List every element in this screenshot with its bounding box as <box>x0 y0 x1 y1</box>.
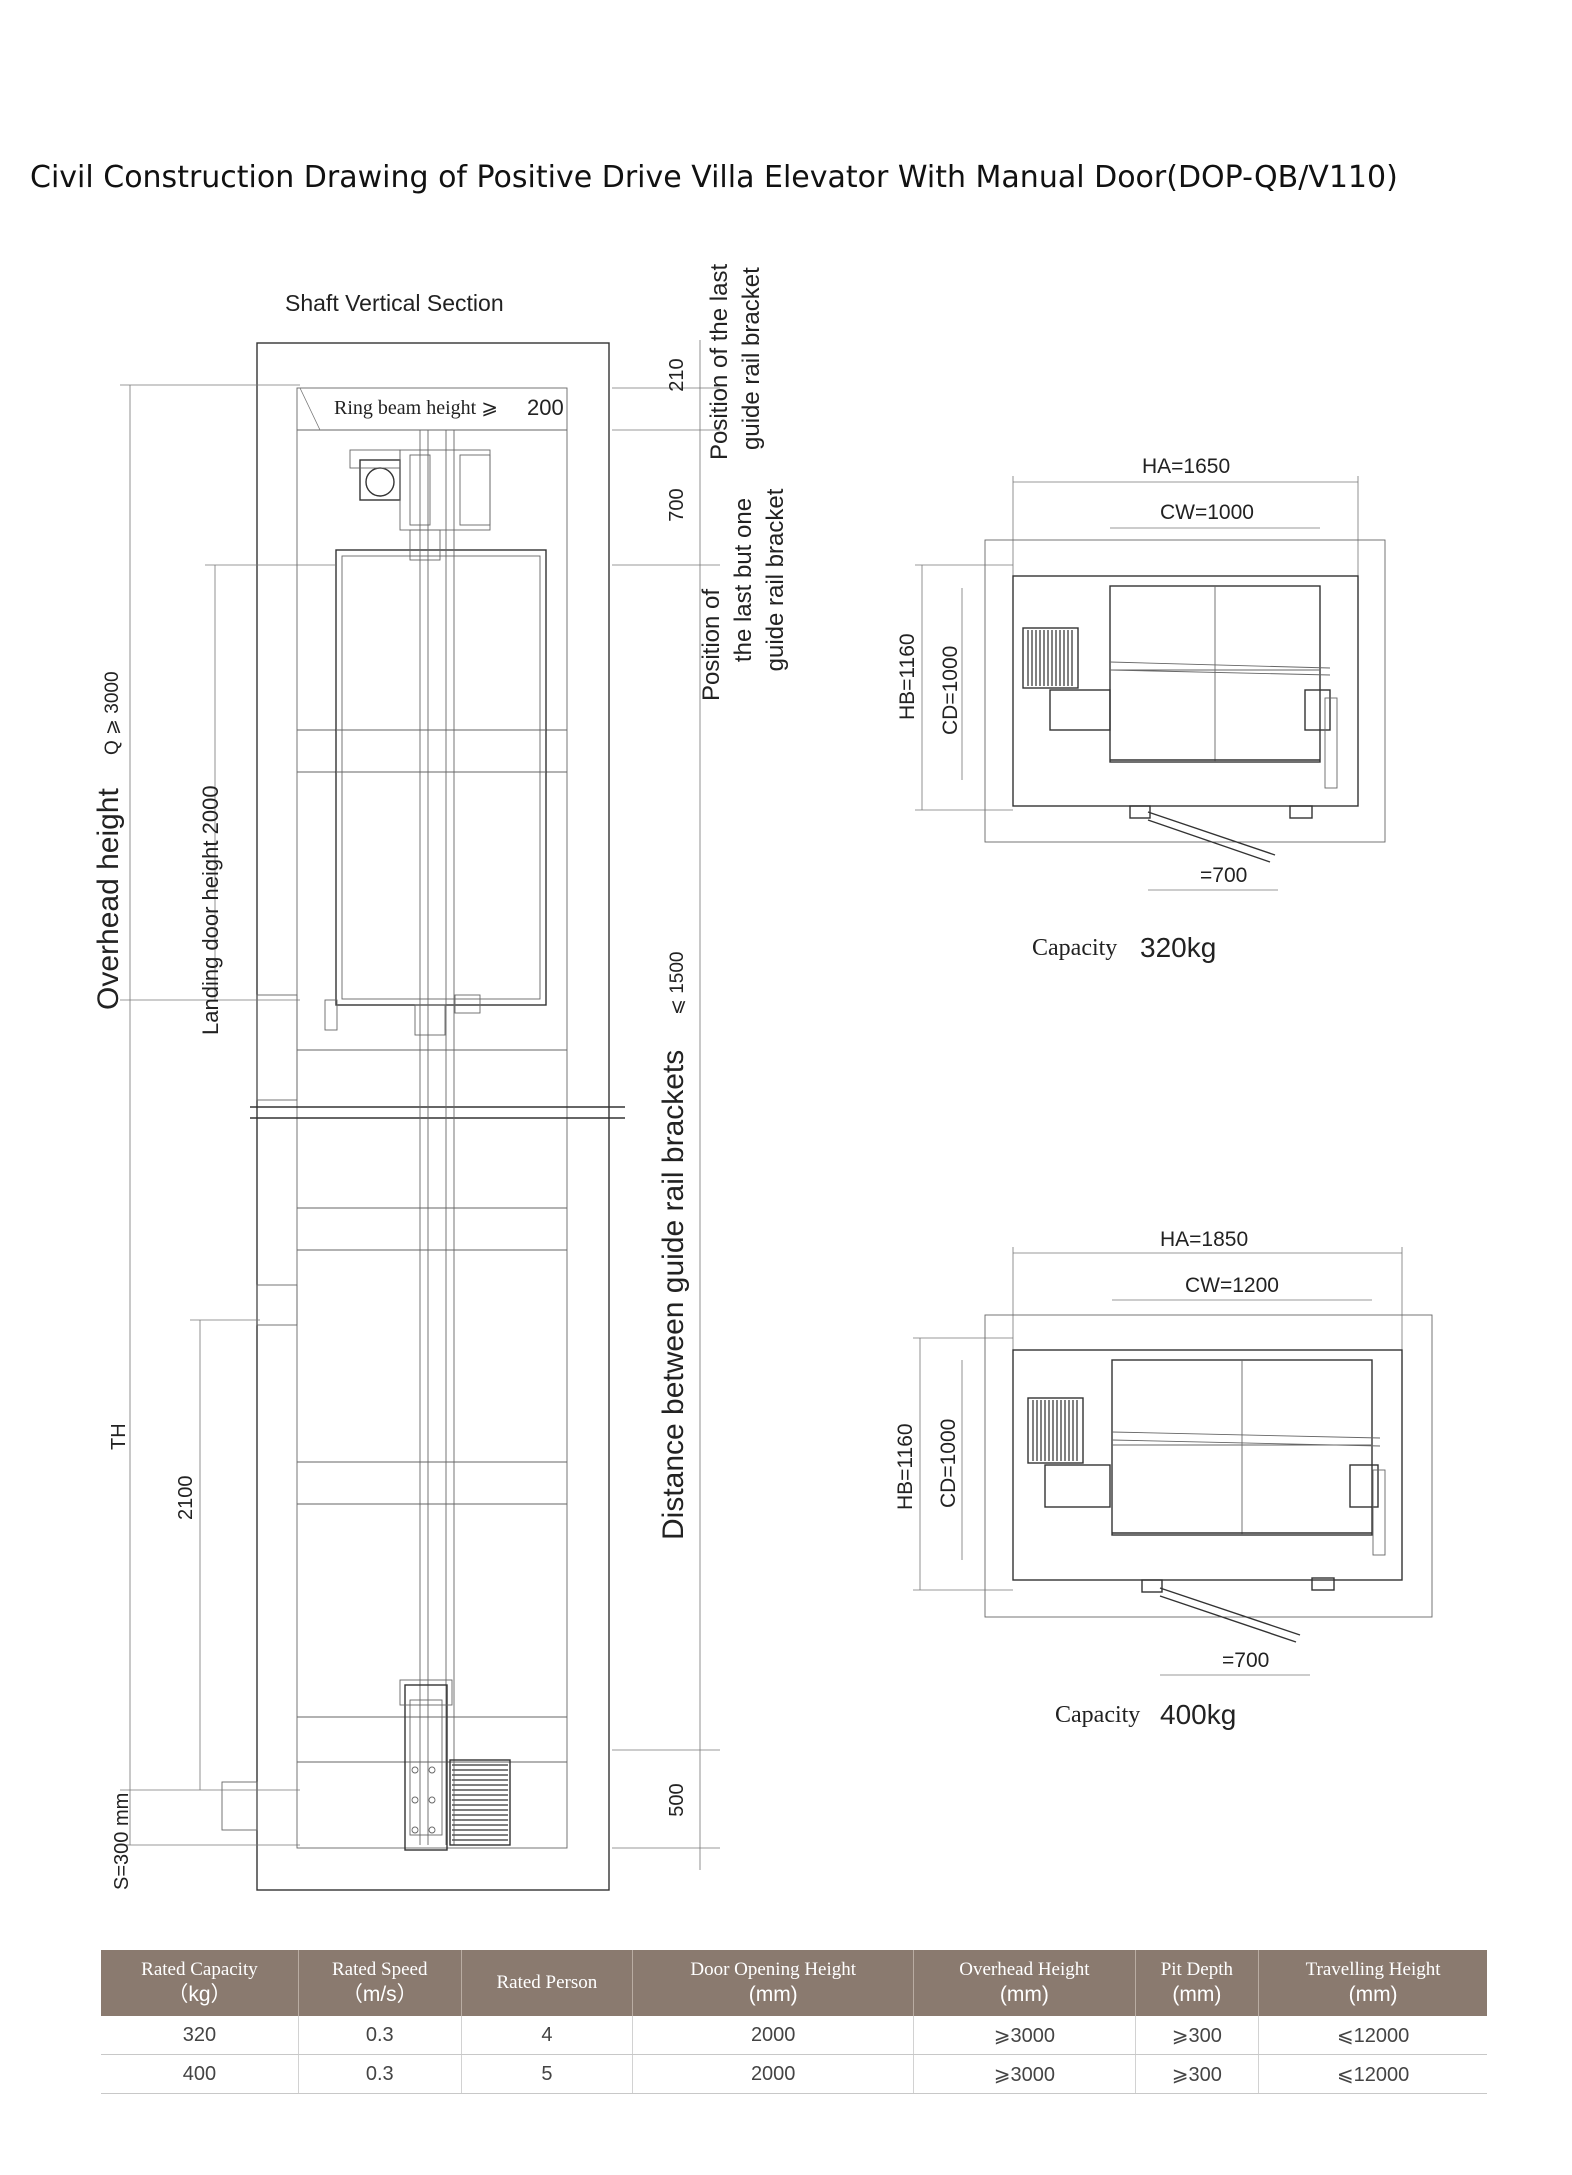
header-rated-capacity: Rated Capacity（kg） <box>101 1950 299 2016</box>
label-last-bracket-1: Position of the last <box>706 264 733 460</box>
table-cell: 0.3 <box>298 2016 462 2055</box>
plan2-shaft <box>984 1314 1433 1618</box>
header-travelling-height: Travelling Height(mm) <box>1258 1950 1487 2016</box>
pit-landing-slab <box>221 1781 258 1831</box>
ring-beam-label: Ring beam height ⩾ <box>334 397 498 419</box>
plan2-cw: CW=1200 <box>1185 1274 1279 1297</box>
plan2-door: =700 <box>1222 1649 1269 1672</box>
plan1-ha: HA=1650 <box>1142 455 1230 478</box>
table-cell: 320 <box>101 2016 299 2055</box>
label-last-bracket-2: guide rail bracket <box>738 267 765 450</box>
table-cell: 2000 <box>632 2016 915 2055</box>
pit-drive-unit <box>399 1679 511 1851</box>
plan2-capacity-value: 400kg <box>1160 1699 1236 1730</box>
label-landing-door: Landing door height 2000 <box>198 785 223 1035</box>
shaft-outline <box>256 342 610 1891</box>
dim-210: 210 <box>666 358 688 391</box>
label-distance-brackets: Distance between guide rail brackets <box>657 1050 690 1540</box>
table-cell: ⩾300 <box>1135 2054 1260 2094</box>
table-cell: ⩽12000 <box>1258 2016 1487 2055</box>
sheave-icon <box>365 467 395 497</box>
header-door-opening-height: Door Opening Height(mm) <box>632 1950 915 2016</box>
plan1-cw: CW=1000 <box>1160 501 1254 524</box>
table-cell: ⩾3000 <box>913 2016 1136 2055</box>
plan1-hb: HB=1160 <box>896 633 919 720</box>
landing-floor-slab-2 <box>256 1284 298 1326</box>
plan1-door: =700 <box>1200 864 1247 887</box>
plan2-motor <box>1027 1397 1084 1464</box>
table-cell: 400 <box>101 2054 299 2094</box>
spec-table-header: Rated Capacity（kg） Rated Speed（m/s） Rate… <box>101 1950 1487 2016</box>
plan2-hb: HB=1160 <box>894 1423 917 1510</box>
shaft-vertical-section: Shaft Vertical Section <box>92 264 789 1891</box>
plan1-shaft <box>984 539 1386 843</box>
plan-400kg: HA=1850 CW=1200 =700 HB=1160 CD=1000 Cap… <box>894 1228 1433 1730</box>
plan-320kg: HA=1650 CW=1000 =700 HB=1160 CD=1000 Cap… <box>896 455 1386 963</box>
label-pit-depth: S=300 mm <box>111 1793 133 1890</box>
elevator-car <box>335 549 547 1006</box>
landing-floor-slab <box>256 994 298 1101</box>
label-th: TH <box>108 1423 130 1450</box>
table-cell: 2000 <box>632 2054 915 2094</box>
table-row: 320 0.3 4 2000 ⩾3000 ⩾300 ⩽12000 <box>101 2016 1487 2055</box>
header-rated-speed: Rated Speed（m/s） <box>298 1950 462 2016</box>
plan1-motor <box>1022 627 1079 689</box>
plan2-capacity-label: Capacity <box>1055 1702 1140 1728</box>
section-heading: Shaft Vertical Section <box>285 290 504 316</box>
ring-beam-value: 200 <box>527 395 564 420</box>
table-cell: ⩾300 <box>1135 2016 1260 2055</box>
header-pit-depth: Pit Depth(mm) <box>1135 1950 1260 2016</box>
table-cell: ⩽12000 <box>1258 2054 1487 2094</box>
plan1-capacity-value: 320kg <box>1140 932 1216 963</box>
page-title: Civil Construction Drawing of Positive D… <box>30 160 1398 195</box>
dim-700: 700 <box>666 488 688 521</box>
plan2-cd: CD=1000 <box>937 1419 960 1508</box>
plan2-ha: HA=1850 <box>1160 1228 1248 1251</box>
plan1-cd: CD=1000 <box>939 646 962 735</box>
label-overhead-value: Q ⩾ 3000 <box>102 671 123 755</box>
spec-table: Rated Capacity（kg） Rated Speed（m/s） Rate… <box>101 1950 1487 2094</box>
header-rated-person: Rated Person <box>461 1950 634 2016</box>
label-overhead-height: Overhead height <box>92 788 125 1010</box>
header-overhead-height: Overhead Height(mm) <box>913 1950 1136 2016</box>
label-last-but-one-1: Position of <box>698 589 725 701</box>
table-row: 400 0.3 5 2000 ⩾3000 ⩾300 ⩽12000 <box>101 2054 1487 2094</box>
label-last-but-one-2: the last but one <box>730 498 757 662</box>
label-2100: 2100 <box>175 1476 197 1521</box>
table-cell: ⩾3000 <box>913 2054 1136 2094</box>
plan1-capacity-label: Capacity <box>1032 935 1117 961</box>
label-distance-value: ⩽ 1500 <box>667 952 688 1015</box>
label-last-but-one-3: guide rail bracket <box>762 488 789 671</box>
table-cell: 4 <box>461 2016 634 2055</box>
dim-500: 500 <box>666 1783 688 1816</box>
table-cell: 0.3 <box>298 2054 462 2094</box>
table-cell: 5 <box>461 2054 634 2094</box>
